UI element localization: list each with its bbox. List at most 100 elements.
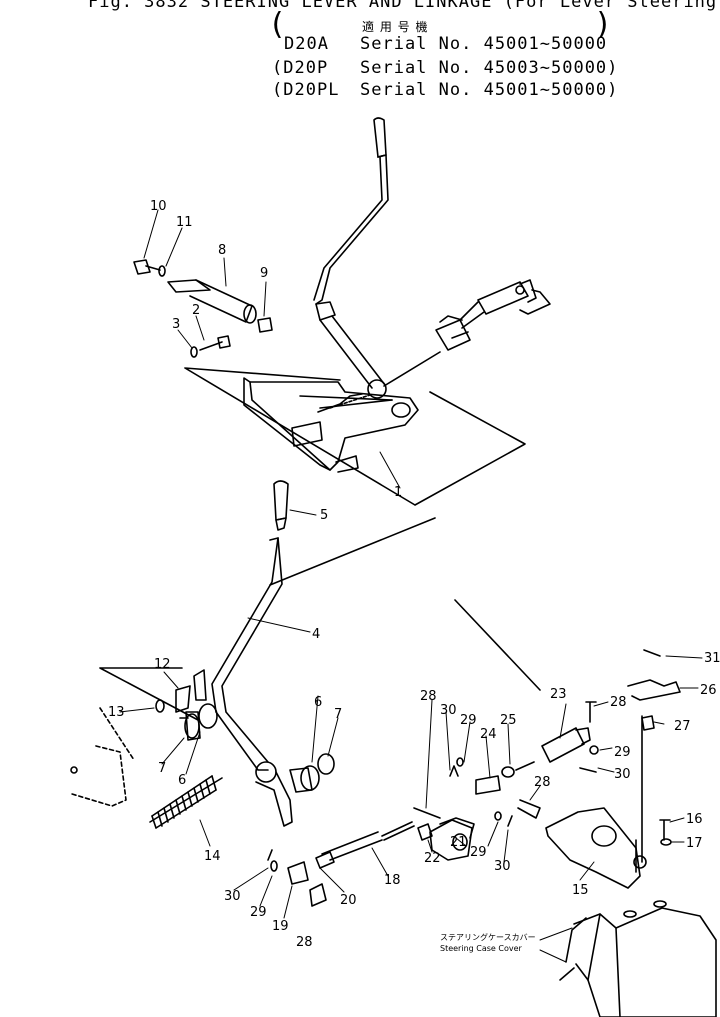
cotter-pin-30-d (267, 849, 273, 861)
callout-30-d: 30 (224, 889, 241, 904)
washer-part-3 (190, 346, 198, 358)
fitting-part-12 (175, 685, 191, 713)
washer-part-29-top (456, 757, 464, 767)
bracket-part-15 (545, 715, 647, 889)
callout-23: 23 (550, 687, 567, 702)
joint-part-24 (475, 775, 501, 795)
callout-28-b: 28 (610, 695, 627, 710)
pin-part-28-top (585, 701, 597, 723)
rod-part-18 (321, 821, 415, 861)
callout-2: 2 (192, 303, 200, 318)
callout-28-d: 28 (296, 935, 313, 950)
washer-part-11 (158, 265, 166, 277)
callout-labels: 1 2 3 4 5 6 6 7 7 8 9 10 11 12 13 14 15 … (108, 199, 720, 953)
spring-part-14 (149, 775, 223, 829)
serial-row-3: Serial No. 45001~50000) (360, 80, 619, 100)
upper-spring (329, 394, 371, 409)
bracket-part-1 (243, 377, 419, 473)
callout-28-c: 28 (534, 775, 551, 790)
callout-27: 27 (674, 719, 691, 734)
lever-part-26 (627, 679, 681, 701)
callout-29-b: 29 (614, 745, 631, 760)
callout-5: 5 (320, 508, 328, 523)
cotter-pin-30-c (579, 767, 597, 773)
callout-20: 20 (340, 893, 357, 908)
leader-lines (119, 209, 703, 963)
callout-29-c: 29 (470, 845, 487, 860)
callout-22: 22 (424, 851, 441, 866)
upper-steering-lever (313, 117, 389, 399)
grease-nipple-part-9 (257, 317, 273, 333)
bolt-part-10 (133, 259, 161, 275)
callout-31: 31 (704, 651, 720, 666)
bolt-part-2 (199, 335, 231, 351)
figure-header: Fig. 3832 STEERING LEVER AND LINKAGE (Fo… (0, 0, 720, 110)
nut-part-25 (501, 766, 515, 778)
callout-30-a: 30 (440, 703, 457, 718)
callout-7-right: 7 (334, 707, 342, 722)
cover-label-en: Steering Case Cover (440, 944, 523, 953)
callout-21: 21 (450, 835, 467, 850)
callout-16: 16 (686, 812, 703, 827)
stud (515, 761, 535, 771)
callout-17: 17 (686, 836, 703, 851)
part-31 (643, 649, 661, 657)
pin-part-28-lower (309, 883, 327, 907)
lower-assembly-plane (99, 517, 541, 721)
washer-part-29-mid (494, 811, 502, 821)
callout-6-right: 6 (314, 695, 322, 710)
bolt-part-16 (659, 819, 671, 841)
steering-case-cover (559, 900, 717, 1017)
cover-label-jp: ステアリングケースカバー (440, 932, 536, 942)
part-13 (155, 699, 165, 713)
washer-part-29-right (589, 745, 599, 755)
callout-8: 8 (218, 243, 226, 258)
callout-3: 3 (172, 317, 180, 332)
part-27 (641, 715, 655, 731)
callout-1: 1 (394, 485, 402, 500)
callout-14: 14 (204, 849, 221, 864)
callout-19: 19 (272, 919, 289, 934)
callout-9: 9 (260, 266, 268, 281)
callout-4: 4 (312, 627, 320, 642)
paren-open: ( (268, 7, 288, 42)
washer-part-29-lower (270, 860, 278, 872)
lower-steering-lever-4 (193, 537, 293, 827)
callout-15: 15 (572, 883, 589, 898)
callout-18: 18 (384, 873, 401, 888)
model-row-2: (D20P (272, 58, 329, 78)
paren-close: ) (594, 7, 614, 42)
applicable-models-label: 適 用 号 機 (362, 20, 429, 34)
lever-mount-outline (71, 707, 135, 807)
callout-7-left: 7 (158, 761, 166, 776)
figure-title: Fig. 3832 STEERING LEVER AND LINKAGE (Fo… (88, 0, 720, 12)
callout-6-left: 6 (178, 773, 186, 788)
bushings-6-7 (179, 703, 335, 793)
cotter-pin-30-b (507, 815, 513, 827)
pin-part-28-right (517, 799, 541, 819)
cylinder-part-23 (541, 727, 591, 763)
callout-11: 11 (176, 215, 193, 230)
nut-part-22 (417, 823, 433, 841)
callout-29-d: 29 (250, 905, 267, 920)
callout-30-b: 30 (614, 767, 631, 782)
model-row-3: (D20PL (272, 80, 340, 100)
callout-13: 13 (108, 705, 125, 720)
washer-part-17 (660, 838, 672, 846)
serial-row-1: Serial No. 45001~50000 (360, 34, 608, 54)
clevis-part-21 (429, 817, 475, 861)
callout-24: 24 (480, 727, 497, 742)
pin-part-8 (167, 279, 257, 324)
upper-cylinder-linkage (383, 279, 551, 387)
serial-row-2: Serial No. 45003~50000) (360, 58, 619, 78)
callout-25: 25 (500, 713, 517, 728)
callout-30-c: 30 (494, 859, 511, 874)
callout-12: 12 (154, 657, 171, 672)
cotter-pin-30-a (449, 765, 459, 777)
callout-26: 26 (700, 683, 717, 698)
nut-part-20 (315, 851, 335, 869)
callout-28-a: 28 (420, 689, 437, 704)
joint-part-19 (287, 861, 309, 885)
upper-assembly-plane (184, 367, 526, 506)
callout-10: 10 (150, 199, 167, 214)
